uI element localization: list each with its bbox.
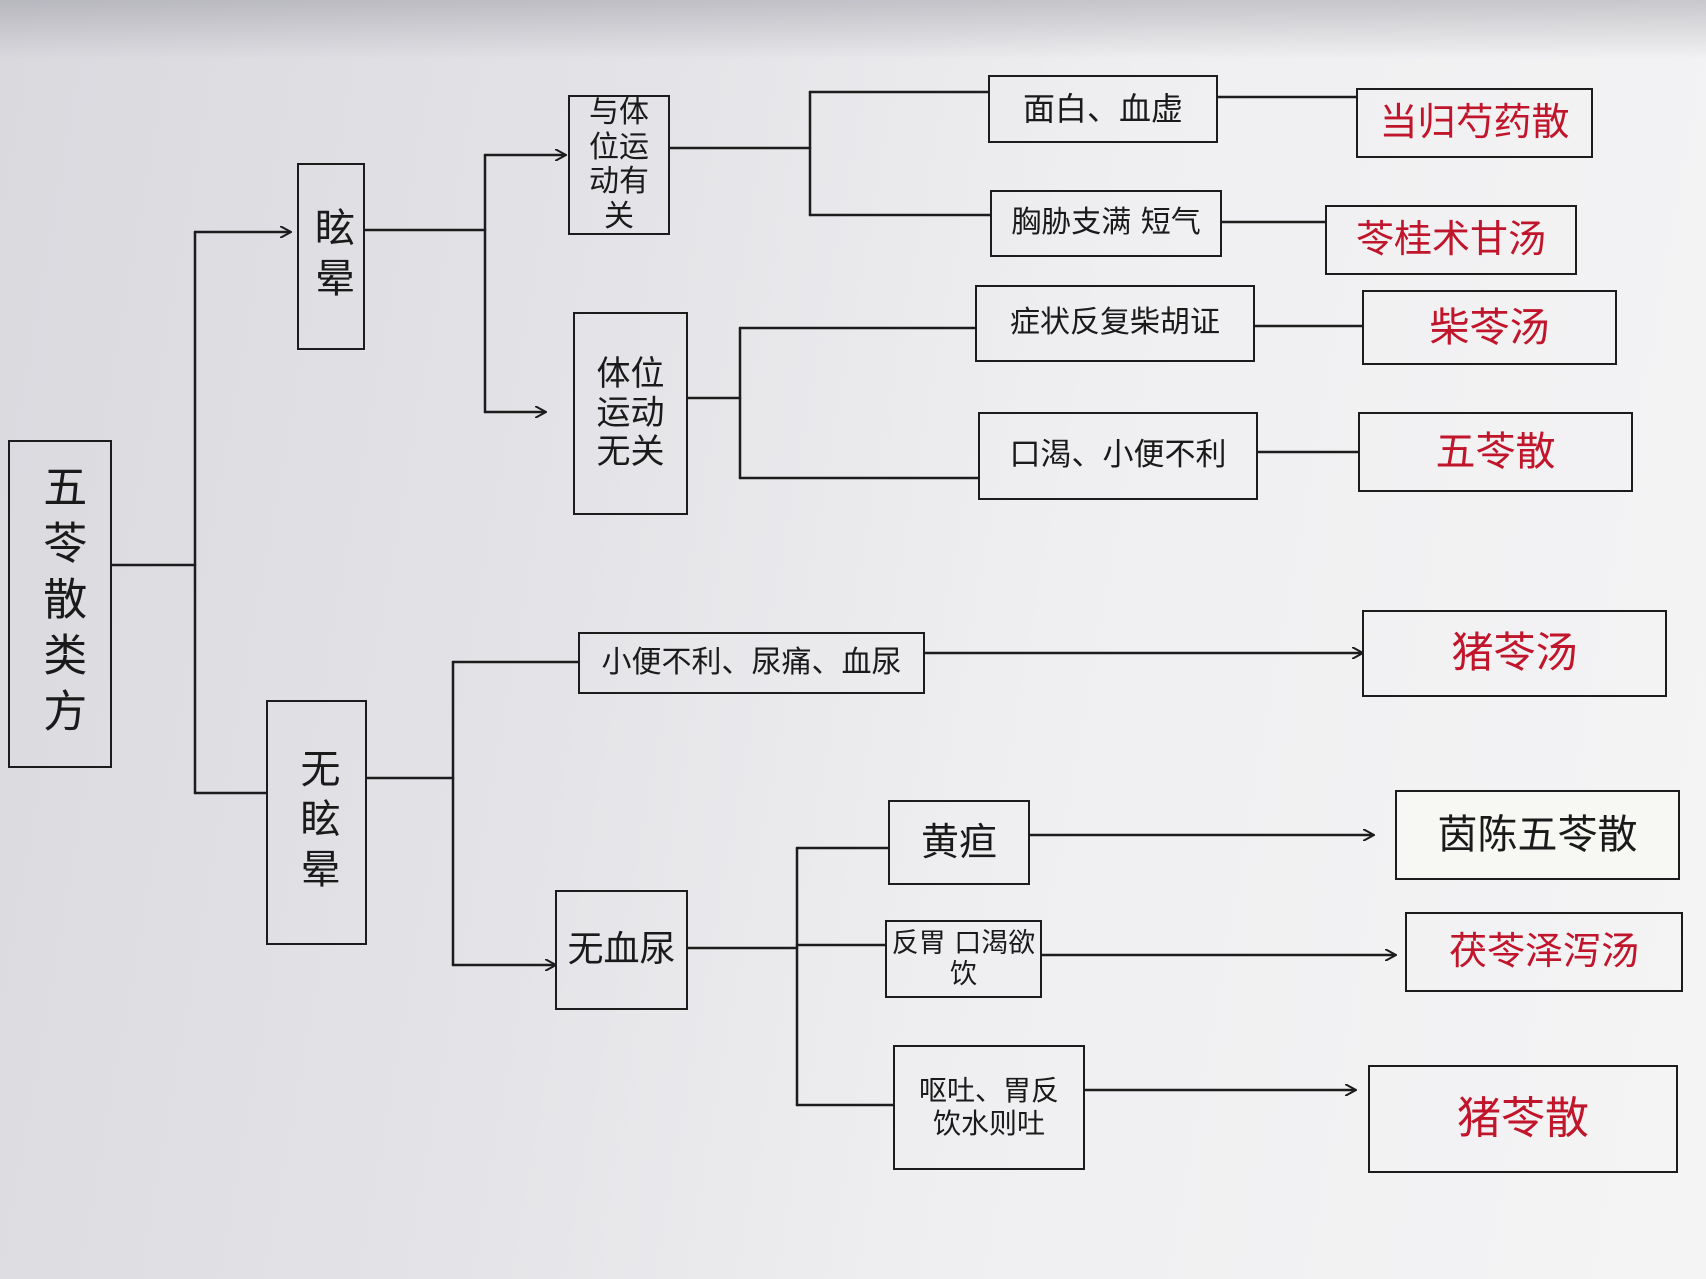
posture-related-node: 与体位运动有关 xyxy=(568,95,670,235)
formula-yinchen-wuling: 茵陈五苓散 xyxy=(1395,790,1680,880)
vomit-thirst-node: 反胃 口渴欲饮 xyxy=(885,920,1042,998)
formula-zhuling-tang: 猪苓汤 xyxy=(1362,610,1667,697)
posture-unrelated-node: 体位运动无关 xyxy=(573,312,688,515)
urine-pain-hematuria-node: 小便不利、尿痛、血尿 xyxy=(578,632,925,694)
vomit-water-node: 呕吐、胃反 饮水则吐 xyxy=(893,1045,1085,1170)
formula-fuling-zexie: 茯苓泽泻汤 xyxy=(1405,912,1683,992)
formula-wuling: 五苓散 xyxy=(1358,412,1633,492)
formula-danggui-shaoyao: 当归芍药散 xyxy=(1356,88,1593,158)
formula-lingui-zhugan: 苓桂术甘汤 xyxy=(1325,205,1577,275)
no-dizzy-node: 无眩晕 xyxy=(266,700,367,945)
no-hematuria-node: 无血尿 xyxy=(555,890,688,1010)
thirst-dysuria-node: 口渴、小便不利 xyxy=(978,412,1258,500)
formula-chailing: 柴苓汤 xyxy=(1362,290,1617,365)
jaundice-node: 黄疸 xyxy=(888,800,1030,885)
root-node: 五苓散类方 xyxy=(8,440,112,768)
photo-edge-shadow xyxy=(0,0,1706,60)
dizzy-node: 眩晕 xyxy=(297,163,365,350)
chest-rib-fullness-node: 胸胁支满 短气 xyxy=(990,190,1222,257)
pale-blood-deficiency-node: 面白、血虚 xyxy=(988,75,1218,143)
formula-zhuling-san: 猪苓散 xyxy=(1368,1065,1678,1173)
chaihu-recurrent-node: 症状反复柴胡证 xyxy=(975,285,1255,362)
